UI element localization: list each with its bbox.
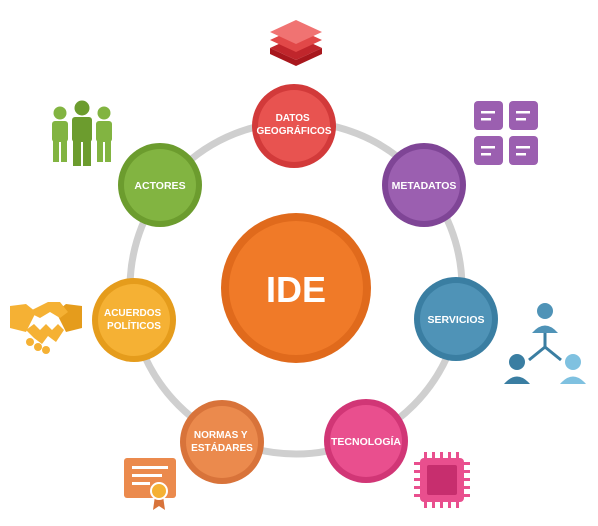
- node-metadatos-line-1: METADATOS: [392, 180, 457, 192]
- layers-icon: [270, 20, 322, 66]
- node-normas-line-2: ESTÁDARES: [191, 441, 253, 454]
- node-metadatos: METADATOS: [382, 143, 466, 227]
- node-datos: DATOS GEOGRÁFICOS: [252, 84, 336, 168]
- node-actores-line-1: ACTORES: [134, 180, 185, 192]
- center-node: IDE: [221, 213, 371, 363]
- handshake-icon: [10, 302, 82, 354]
- node-actores: ACTORES: [118, 143, 202, 227]
- node-servicios: SERVICIOS: [414, 277, 498, 361]
- node-tecnologia-line-1: TECNOLOGÍA: [331, 435, 401, 448]
- node-normas: NORMAS Y ESTÁDARES: [180, 400, 264, 484]
- svg-text:ACTORES: ACTORES: [134, 180, 185, 192]
- node-servicios-line-1: SERVICIOS: [428, 314, 485, 326]
- people-group-icon: [52, 100, 112, 166]
- chip-icon: [414, 452, 470, 508]
- node-normas-line-1: NORMAS Y: [194, 430, 248, 441]
- center-label: IDE: [266, 269, 326, 310]
- svg-text:METADATOS: METADATOS: [392, 180, 457, 192]
- document-list-icon: [474, 101, 538, 165]
- svg-text:TECNOLOGÍA: TECNOLOGÍA: [331, 435, 401, 448]
- svg-text:ACUERDOS POLÍTICOS: ACUERDOS POLÍTICOS: [104, 308, 164, 332]
- certificate-icon: [124, 458, 176, 510]
- svg-text:DATOS GEOGRÁFICOS: DATOS GEOGRÁFICOS: [256, 113, 331, 137]
- network-people-icon: [504, 303, 586, 384]
- node-acuerdos: ACUERDOS POLÍTICOS: [92, 278, 176, 362]
- node-acuerdos-line-2: POLÍTICOS: [107, 319, 161, 332]
- node-acuerdos-line-1: ACUERDOS: [104, 308, 162, 319]
- node-datos-line-1: DATOS: [276, 113, 310, 124]
- svg-text:NORMAS Y ESTÁDARES: NORMAS Y ESTÁDARES: [191, 430, 253, 454]
- node-datos-line-2: GEOGRÁFICOS: [256, 124, 331, 137]
- node-tecnologia: TECNOLOGÍA: [324, 399, 408, 483]
- svg-text:SERVICIOS: SERVICIOS: [428, 314, 485, 326]
